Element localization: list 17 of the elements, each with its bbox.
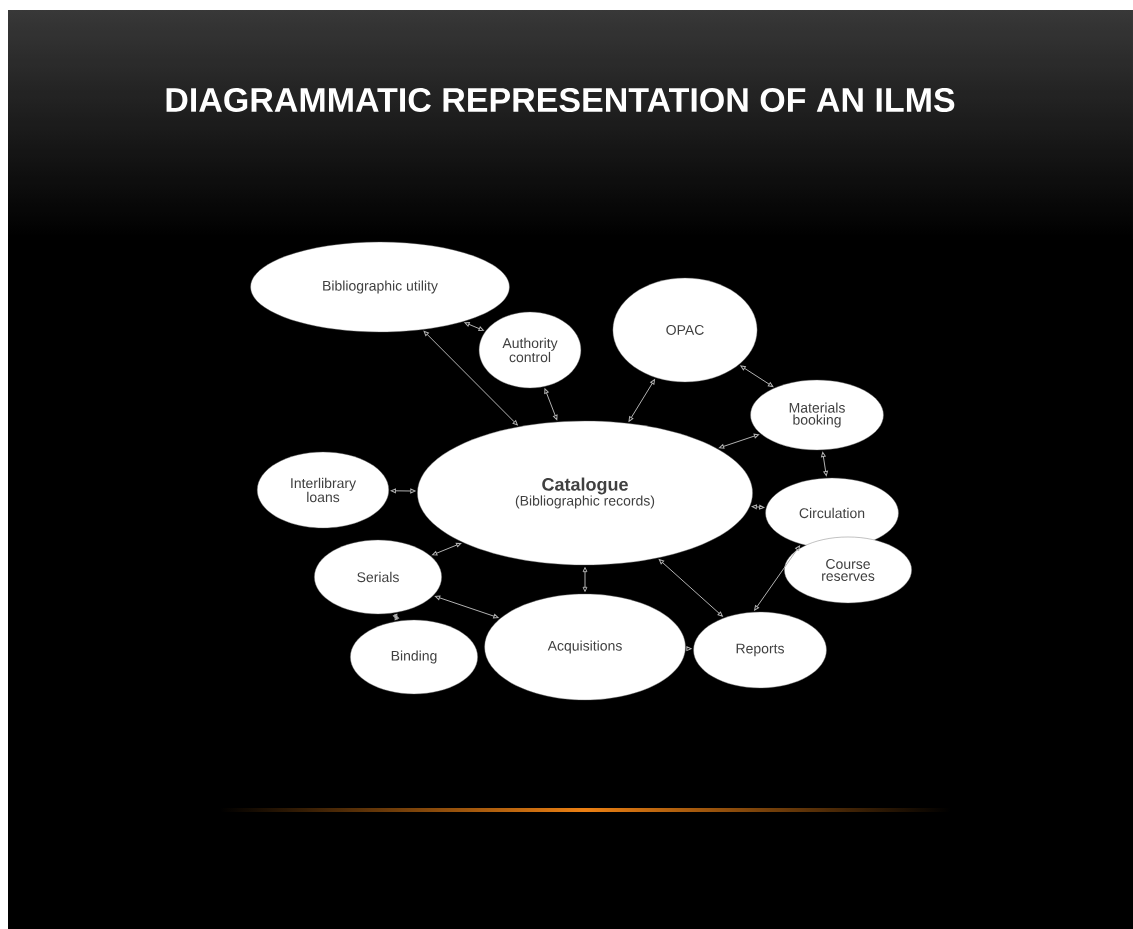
arrow xyxy=(751,504,765,510)
arrow xyxy=(740,365,774,387)
arrow xyxy=(392,613,400,621)
arrow xyxy=(390,488,416,494)
arrow xyxy=(423,330,518,426)
arrow xyxy=(718,433,760,449)
arrow xyxy=(464,322,484,331)
arrow xyxy=(658,559,723,617)
arrow xyxy=(821,451,828,477)
arrow xyxy=(582,567,588,592)
arrow xyxy=(434,595,499,619)
title: DIAGRAMMATIC REPRESENTATION OF AN ILMS xyxy=(166,87,955,112)
arrow xyxy=(754,545,801,611)
arrow xyxy=(686,646,692,652)
arrow xyxy=(432,542,462,556)
arrow xyxy=(544,388,558,421)
arrow xyxy=(628,379,655,422)
